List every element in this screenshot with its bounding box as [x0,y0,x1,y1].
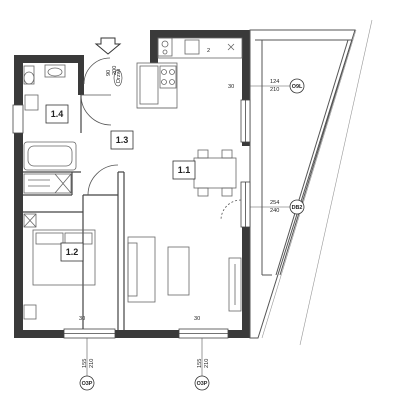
door-db2-width: 254 [270,200,279,206]
wall-kitchen-left [150,30,158,63]
entry-door-tag: Drzwi 90 200 [106,66,123,87]
toilet [23,65,35,85]
window-o9l-tag: 30 124 210 O9L [228,78,305,94]
room-label-1-4: 1.4 [51,109,64,119]
wall-bottom-left [14,330,64,338]
window-o3p-right-height: 210 [204,359,210,368]
wall-bottom-mid [115,330,179,338]
window-o3p-right-label: O3P [197,381,208,387]
kitchen-counter-top [157,37,243,59]
wall-left [14,55,23,338]
room-label-1-3: 1.3 [116,135,129,145]
kitchen-cabinet-mark: 2 [207,48,210,54]
window-o3p-left-width: 155 [82,359,88,368]
coffee-table [167,246,190,296]
door-db2-label: DB2 [292,205,303,211]
window-o3p-right-width: 155 [197,359,203,368]
window-o9l-sill: 30 [228,84,234,90]
tv-cabinet [228,257,242,312]
window-o9l-label: O9L [292,84,303,90]
window-o3p-left-height: 210 [89,359,95,368]
room-labels: 1.4 1.3 1.1 1.2 [45,104,196,262]
fridge [157,37,173,57]
entry-door-height: 200 [112,66,118,75]
dimension-lines [86,85,292,383]
door-swings [80,57,242,221]
door-db2-height: 240 [270,208,279,214]
entry-door-label: Drzwi [116,69,122,83]
closet [23,173,72,194]
stove [159,65,177,89]
room-label-1-1: 1.1 [178,165,191,175]
sofa [127,236,156,303]
furniture [23,37,243,320]
window-o3p-left-tag: 30 155 210 O3P [79,316,95,391]
dining-table [193,157,237,189]
wall-bath [78,55,84,95]
bed [32,229,96,286]
wall-top-kitchen [150,30,250,38]
window-o3p-right-sill: 30 [194,316,200,322]
windows [12,99,251,339]
partitions [23,95,125,330]
window-o3p-left-label: O3P [82,381,93,387]
window-o9l-height: 210 [270,87,279,93]
window-o3p-right-tag: 30 155 210 O3P [194,316,210,391]
wall-top-left [14,55,80,63]
walls [14,30,250,338]
entry-arrow-icon [94,37,122,55]
balcony [249,19,373,346]
wall-right-upper [242,30,250,146]
washing-machine [24,94,39,111]
wall-bottom-right [228,330,250,338]
bathtub [23,141,77,171]
entry-door-size: 90 [106,70,112,76]
window-o9l-width: 124 [270,79,279,85]
window-o3p-left-sill: 30 [79,316,85,322]
door-db2-tag: 254 240 DB2 [270,199,305,215]
sink [44,64,66,78]
wall-right [242,225,250,338]
room-label-1-2: 1.2 [66,247,79,257]
